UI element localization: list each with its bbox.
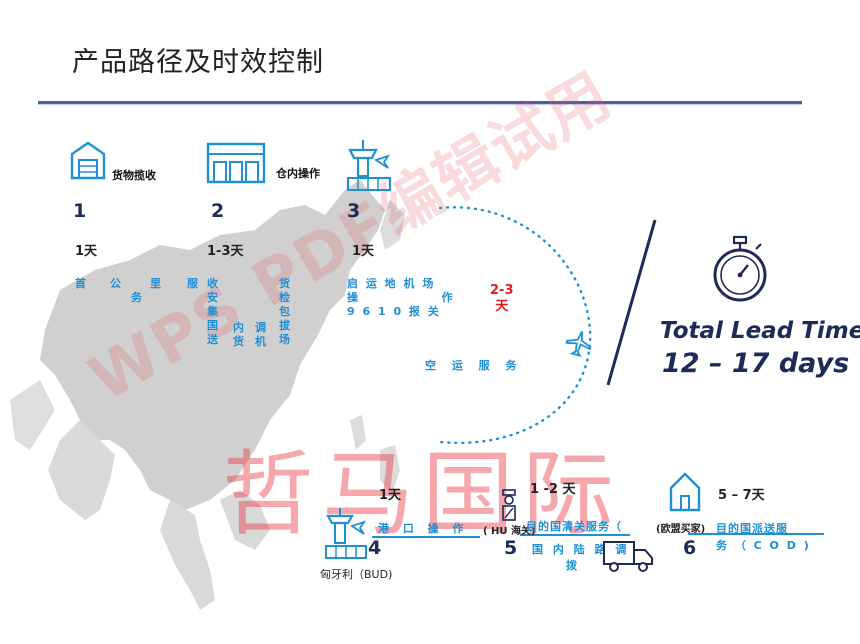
step4-days: 1天 <box>379 488 402 503</box>
step2-col1-4: 国 <box>207 319 220 332</box>
step4-desc: 港 口 操 作 <box>378 522 469 535</box>
airplane-icon <box>564 328 594 358</box>
airport-tower-icon <box>346 136 392 192</box>
air-route-arc <box>438 206 592 445</box>
truck-icon <box>602 538 654 574</box>
step6-number: 6 <box>683 537 697 559</box>
step6-tag: (欧盟买家) <box>656 524 706 535</box>
step3-desc-1: 启 运 地 机 场 <box>347 277 436 290</box>
step5-desc-3: 拨 <box>566 559 579 572</box>
step1-number: 1 <box>73 200 87 222</box>
route-line-6 <box>688 533 824 535</box>
storefront-icon <box>206 142 266 184</box>
step3-days: 1天 <box>352 244 375 259</box>
step1-desc-5: 务 <box>131 291 144 304</box>
total-lead-time-title: Total Lead Time <box>660 318 860 344</box>
step6-days: 5 – 7天 <box>718 488 765 503</box>
step1-desc-3: 里 <box>150 277 163 290</box>
step1-desc-4: 服 <box>187 277 200 290</box>
step2-number: 2 <box>211 200 225 222</box>
step2-col1-2: 安 <box>207 291 220 304</box>
stopwatch-icon <box>712 235 768 307</box>
airport-tower-icon <box>324 506 368 560</box>
step5-desc-2: 国 内 陆 路 调 <box>532 543 630 556</box>
total-lead-time-days: 12 – 17 days <box>662 348 850 379</box>
customs-officer-icon <box>500 488 518 522</box>
china-map <box>10 180 405 610</box>
step6-desc-2: 务 （ C O D ) <box>716 539 811 552</box>
air-days-bottom: 天 <box>495 299 509 314</box>
step2-col1: 收 安 集 国 送 <box>207 277 220 347</box>
step4-location: 匈牙利（BUD) <box>320 568 393 581</box>
step2-col2-1: 货 <box>279 277 292 290</box>
step2-col2-4: 拔 <box>279 319 292 332</box>
step2-col1-3: 集 <box>207 305 220 318</box>
step2-col1-5: 送 <box>207 333 220 346</box>
step1-label: 货物揽收 <box>112 169 156 182</box>
step2-mid-3: 货 <box>233 335 246 348</box>
step5-desc-1: 目的国清关服务（ <box>526 520 622 533</box>
step5-number: 5 <box>504 537 518 559</box>
step3-desc-2: 操 作 <box>347 291 455 304</box>
route-line-5-6 <box>520 534 630 536</box>
step2-mid-2: 调 <box>255 321 268 334</box>
title-underline-light <box>38 104 802 105</box>
divider-slash <box>606 219 657 386</box>
step2-col2: 货 检 包 拔 场 <box>279 277 292 347</box>
air-service-label: 空 运 服 务 <box>425 359 523 372</box>
step3-desc-3: 9 6 1 0 报 关 <box>347 305 441 318</box>
step1-desc-1: 首 <box>75 277 88 290</box>
step2-label: 仓内操作 <box>276 167 320 180</box>
step4-number: 4 <box>368 537 382 559</box>
house-icon <box>668 470 702 512</box>
step6-desc-1: 目的国派送服 <box>716 522 788 535</box>
title-underline <box>38 101 802 104</box>
step2-col2-3: 包 <box>279 305 292 318</box>
air-days: 2-3 天 <box>490 283 514 315</box>
step5-days: 1 -2 天 <box>530 482 576 497</box>
step2-col2-5: 场 <box>279 333 292 346</box>
step2-mid-1: 内 <box>233 321 246 334</box>
route-line-4-5 <box>372 536 480 538</box>
warehouse-icon <box>70 140 106 180</box>
brand-watermark: 哲马国际 <box>222 441 623 548</box>
step1-days: 1天 <box>75 244 98 259</box>
step3-number: 3 <box>347 200 361 222</box>
step5-tag: ( HU 海关) <box>483 526 536 537</box>
air-days-top: 2-3 <box>490 283 514 298</box>
page-title: 产品路径及时效控制 <box>72 47 324 78</box>
step2-mid-4: 机 <box>255 335 268 348</box>
step1-desc-2: 公 <box>110 277 123 290</box>
step2-col2-2: 检 <box>279 291 292 304</box>
step2-days: 1-3天 <box>207 244 244 259</box>
step2-col1-1: 收 <box>207 277 220 290</box>
